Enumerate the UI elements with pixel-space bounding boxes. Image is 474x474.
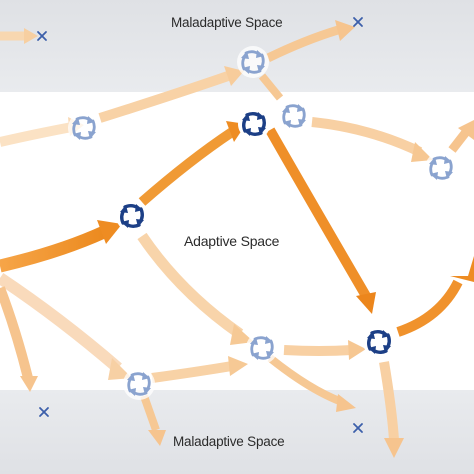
faded-arrow	[0, 273, 122, 373]
faded-arrow	[258, 73, 284, 101]
cycle-arrows-icon	[237, 46, 269, 78]
faded-arrow	[283, 345, 353, 356]
faded-arrow	[448, 129, 470, 153]
faded-arrows	[0, 20, 474, 458]
nodes	[68, 46, 457, 400]
faded-arrowhead	[348, 340, 366, 360]
cycle-arrows-icon	[116, 200, 148, 232]
cycle-arrows-icon	[246, 332, 278, 364]
cross-icon	[353, 17, 363, 27]
cycle-arrows-icon	[278, 100, 310, 132]
faded-arrow	[266, 25, 340, 63]
faded-arrow	[137, 232, 244, 339]
faded-arrowhead	[458, 120, 474, 140]
cycle-arrows-icon	[425, 152, 457, 184]
faded-arrowhead	[228, 356, 248, 376]
strong-arrows	[0, 121, 474, 337]
faded-arrow	[140, 394, 160, 432]
faded-arrow	[311, 117, 423, 157]
faded-arrowhead	[224, 66, 244, 86]
faded-arrow	[379, 361, 399, 441]
strong-arrow	[265, 127, 371, 299]
faded-arrowhead	[335, 20, 355, 41]
faded-arrow	[151, 361, 233, 383]
cycle-arrows-icon	[123, 368, 155, 400]
strong-arrowhead	[356, 292, 376, 314]
faded-arrow	[0, 122, 73, 147]
strong-arrow	[0, 226, 107, 273]
faded-arrow	[0, 286, 33, 380]
strong-arrowhead	[97, 220, 122, 244]
cycle-arrows-icon	[363, 326, 395, 358]
adaptive-space-label: Adaptive Space	[184, 233, 280, 249]
strong-arrowhead	[450, 256, 474, 282]
maladaptive-space-bottom-label: Maladaptive Space	[173, 434, 285, 449]
faded-arrowhead	[108, 358, 132, 380]
faded-arrowhead	[20, 376, 38, 392]
cross-icon	[353, 423, 363, 433]
faded-arrow	[267, 354, 344, 406]
faded-arrowhead	[336, 394, 356, 412]
strong-arrow	[396, 279, 463, 337]
faded-arrowhead	[230, 324, 254, 345]
cycle-arrows-icon	[68, 112, 100, 144]
faded-arrowhead	[411, 142, 433, 162]
cycle-arrows-icon	[238, 108, 270, 140]
dead-ends	[37, 17, 363, 433]
cross-icon	[39, 407, 49, 417]
maladaptive-space-top-label: Maladaptive Space	[171, 15, 283, 30]
faded-arrow	[98, 71, 230, 123]
faded-arrowhead	[24, 28, 38, 44]
strong-arrow	[138, 127, 235, 206]
faded-arrowhead	[148, 430, 166, 446]
cross-icon	[37, 31, 47, 41]
faded-arrowhead	[384, 438, 404, 458]
